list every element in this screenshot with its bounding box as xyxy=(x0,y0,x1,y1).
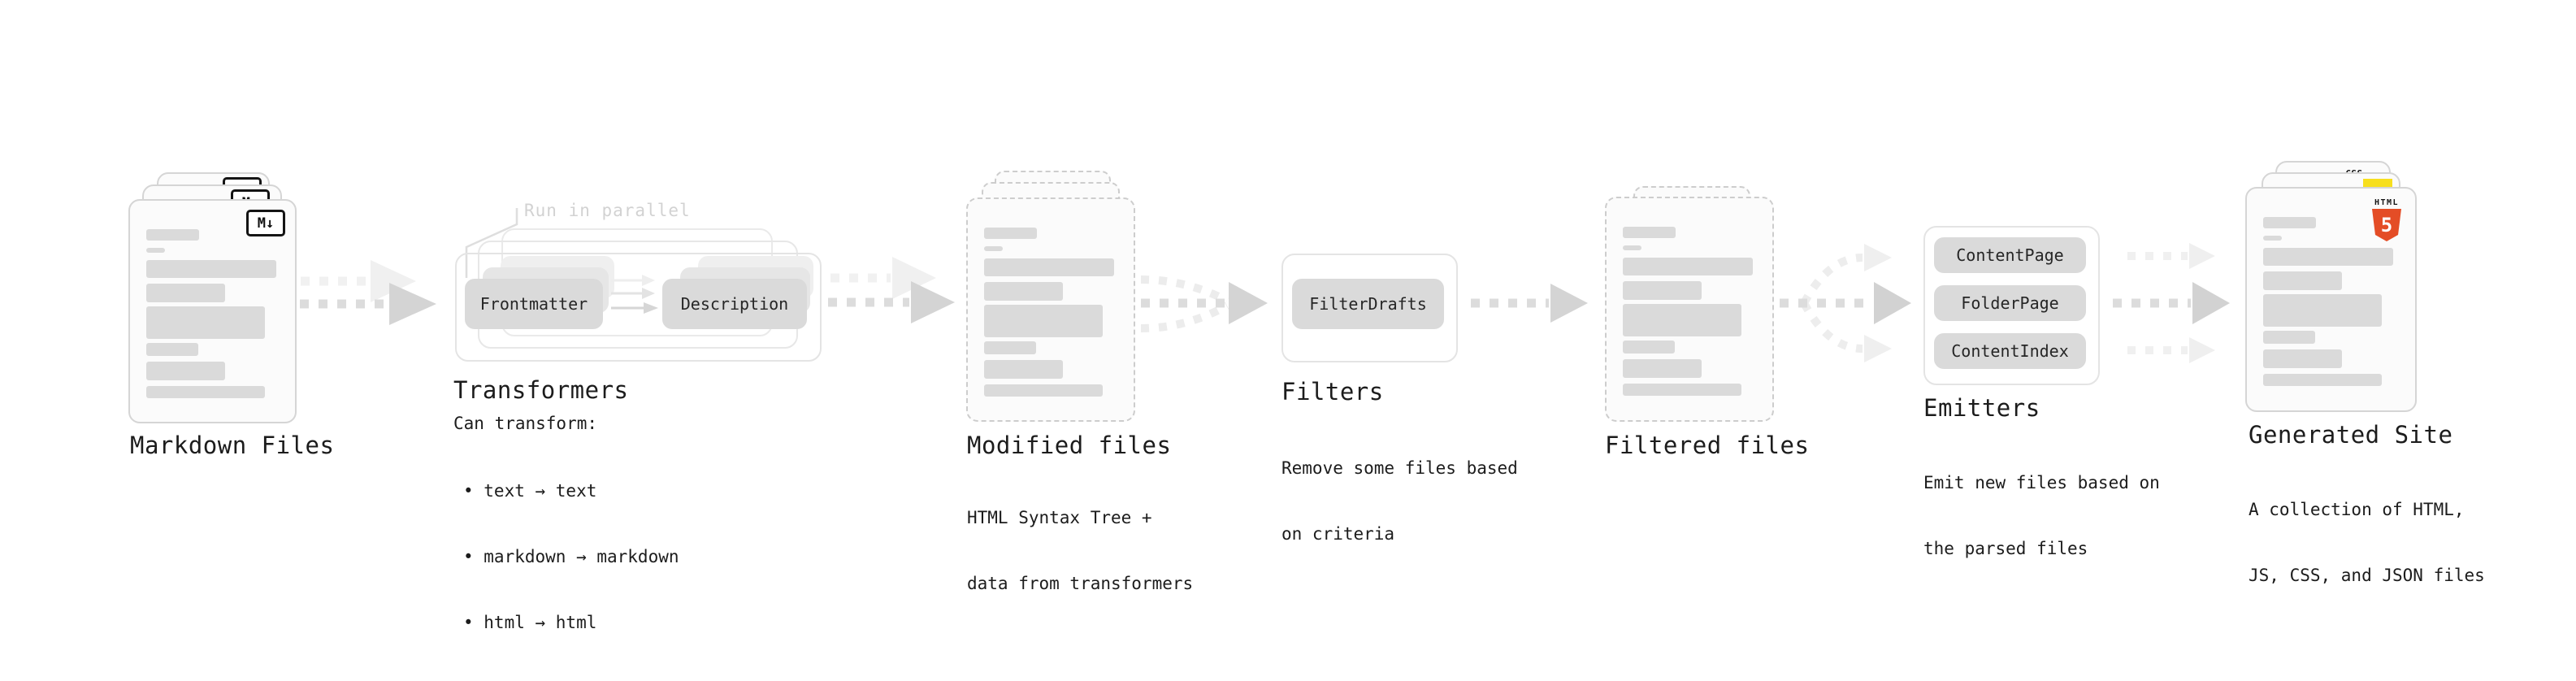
arrow-filtered-to-emitters xyxy=(1780,244,1911,362)
placeholder-text-bar xyxy=(1623,227,1676,238)
stage-title-generated-site: Generated Site xyxy=(2249,421,2453,449)
placeholder-text-bar xyxy=(146,343,198,356)
pill-flow-arrows xyxy=(611,275,658,314)
placeholder-text-bar xyxy=(2263,349,2342,368)
placeholder-text-bar xyxy=(146,260,276,278)
placeholder-text-bar xyxy=(984,246,1003,251)
emitters-subtitle: Emit new files based on the parsed files xyxy=(1923,428,2160,604)
placeholder-text-bar xyxy=(1623,340,1675,354)
placeholder-text-bar xyxy=(1623,359,1702,378)
filters-subtitle: Remove some files based on criteria xyxy=(1281,414,1518,589)
bullet-item: • html → html xyxy=(463,613,597,632)
placeholder-text-bar xyxy=(146,229,199,241)
stage-title-filtered-files: Filtered files xyxy=(1605,432,1810,459)
placeholder-text-bar xyxy=(1623,384,1741,396)
placeholder-text-bar xyxy=(146,248,165,253)
html5-shield: 5 xyxy=(2372,209,2401,241)
placeholder-text-bar xyxy=(984,228,1037,239)
frontmatter-pill: Frontmatter xyxy=(465,279,603,329)
placeholder-text-bar xyxy=(984,360,1063,379)
placeholder-text-bar xyxy=(984,384,1103,397)
placeholder-text-bar xyxy=(2263,248,2393,266)
stage-title-transformers: Transformers xyxy=(453,376,629,404)
transformers-bullets: • text → text • markdown → markdown • ht… xyxy=(463,436,679,678)
html5-icon-number: 5 xyxy=(2380,214,2393,236)
placeholder-text-bar xyxy=(984,341,1036,354)
arrow-filters-to-filtered xyxy=(1471,284,1588,323)
placeholder-text-bar xyxy=(1623,281,1702,300)
generated-site-subtitle: A collection of HTML, JS, CSS, and JSON … xyxy=(2249,455,2485,631)
markdown-icon-label: M↓ xyxy=(257,215,275,232)
placeholder-text-bar xyxy=(2263,236,2282,241)
arrows-emitters-to-generated xyxy=(2113,243,2230,363)
arrow-ghost xyxy=(301,260,416,302)
stage-title-markdown-files: Markdown Files xyxy=(130,432,335,459)
modified-files-subtitle: HTML Syntax Tree + data from transformer… xyxy=(967,463,1193,639)
arrow-transformers-to-modified xyxy=(828,257,955,323)
placeholder-text-bar xyxy=(984,282,1063,301)
description-pill: Description xyxy=(662,279,807,329)
transformer-run-container-front xyxy=(455,253,822,362)
contentpage-pill: ContentPage xyxy=(1934,237,2086,273)
stage-title-emitters: Emitters xyxy=(1923,394,2040,422)
placeholder-text-bar xyxy=(146,284,225,302)
placeholder-text-bar xyxy=(984,305,1103,337)
markdown-icon: M↓ xyxy=(246,210,285,236)
placeholder-text-bar xyxy=(146,386,265,398)
placeholder-text-bar xyxy=(1623,304,1741,336)
subtitle-line: Emit new files based on xyxy=(1923,473,2160,492)
placeholder-text-bar xyxy=(146,306,265,339)
html5-icon: HTML 5 xyxy=(2368,198,2405,241)
modified-file-card xyxy=(966,197,1135,422)
subtitle-line: on criteria xyxy=(1281,524,1395,544)
subtitle-line: Remove some files based xyxy=(1281,458,1518,478)
transformers-note-heading: Can transform: xyxy=(453,414,598,433)
subtitle-line: A collection of HTML, xyxy=(2249,500,2465,519)
generated-file-card-front: HTML 5 xyxy=(2245,187,2417,412)
stage-title-modified-files: Modified files xyxy=(967,432,1172,459)
subtitle-line: HTML Syntax Tree + xyxy=(967,508,1152,527)
placeholder-text-bar xyxy=(1623,258,1753,275)
arrow-markdown-to-transformers xyxy=(300,260,436,325)
filtered-file-card xyxy=(1605,197,1774,422)
filters-container xyxy=(1281,254,1458,362)
arrow-ghost xyxy=(830,257,936,299)
placeholder-text-bar xyxy=(2263,271,2342,290)
subtitle-line: JS, CSS, and JSON files xyxy=(2249,566,2485,585)
emitters-container xyxy=(1923,226,2100,385)
placeholder-text-bar xyxy=(984,258,1114,276)
placeholder-text-bar xyxy=(2263,294,2382,327)
placeholder-text-bar xyxy=(146,362,225,380)
placeholder-text-bar xyxy=(1623,245,1641,250)
bullet-item: • markdown → markdown xyxy=(463,547,679,566)
subtitle-line: the parsed files xyxy=(1923,539,2088,558)
placeholder-text-bar xyxy=(2263,331,2315,344)
html5-icon-word: HTML xyxy=(2374,198,2400,207)
filterdrafts-pill: FilterDrafts xyxy=(1292,279,1444,329)
run-in-parallel-annotation: Run in parallel xyxy=(524,201,691,220)
bullet-item: • text → text xyxy=(463,481,597,501)
contentindex-pill: ContentIndex xyxy=(1934,333,2086,369)
placeholder-text-bar xyxy=(2263,374,2382,386)
markdown-file-card-front: M↓ xyxy=(128,199,297,423)
folderpage-pill: FolderPage xyxy=(1934,285,2086,321)
arrow-modified-to-filters xyxy=(1140,275,1268,332)
stage-title-filters: Filters xyxy=(1281,378,1384,406)
placeholder-text-bar xyxy=(2263,217,2316,228)
subtitle-line: data from transformers xyxy=(967,574,1194,593)
